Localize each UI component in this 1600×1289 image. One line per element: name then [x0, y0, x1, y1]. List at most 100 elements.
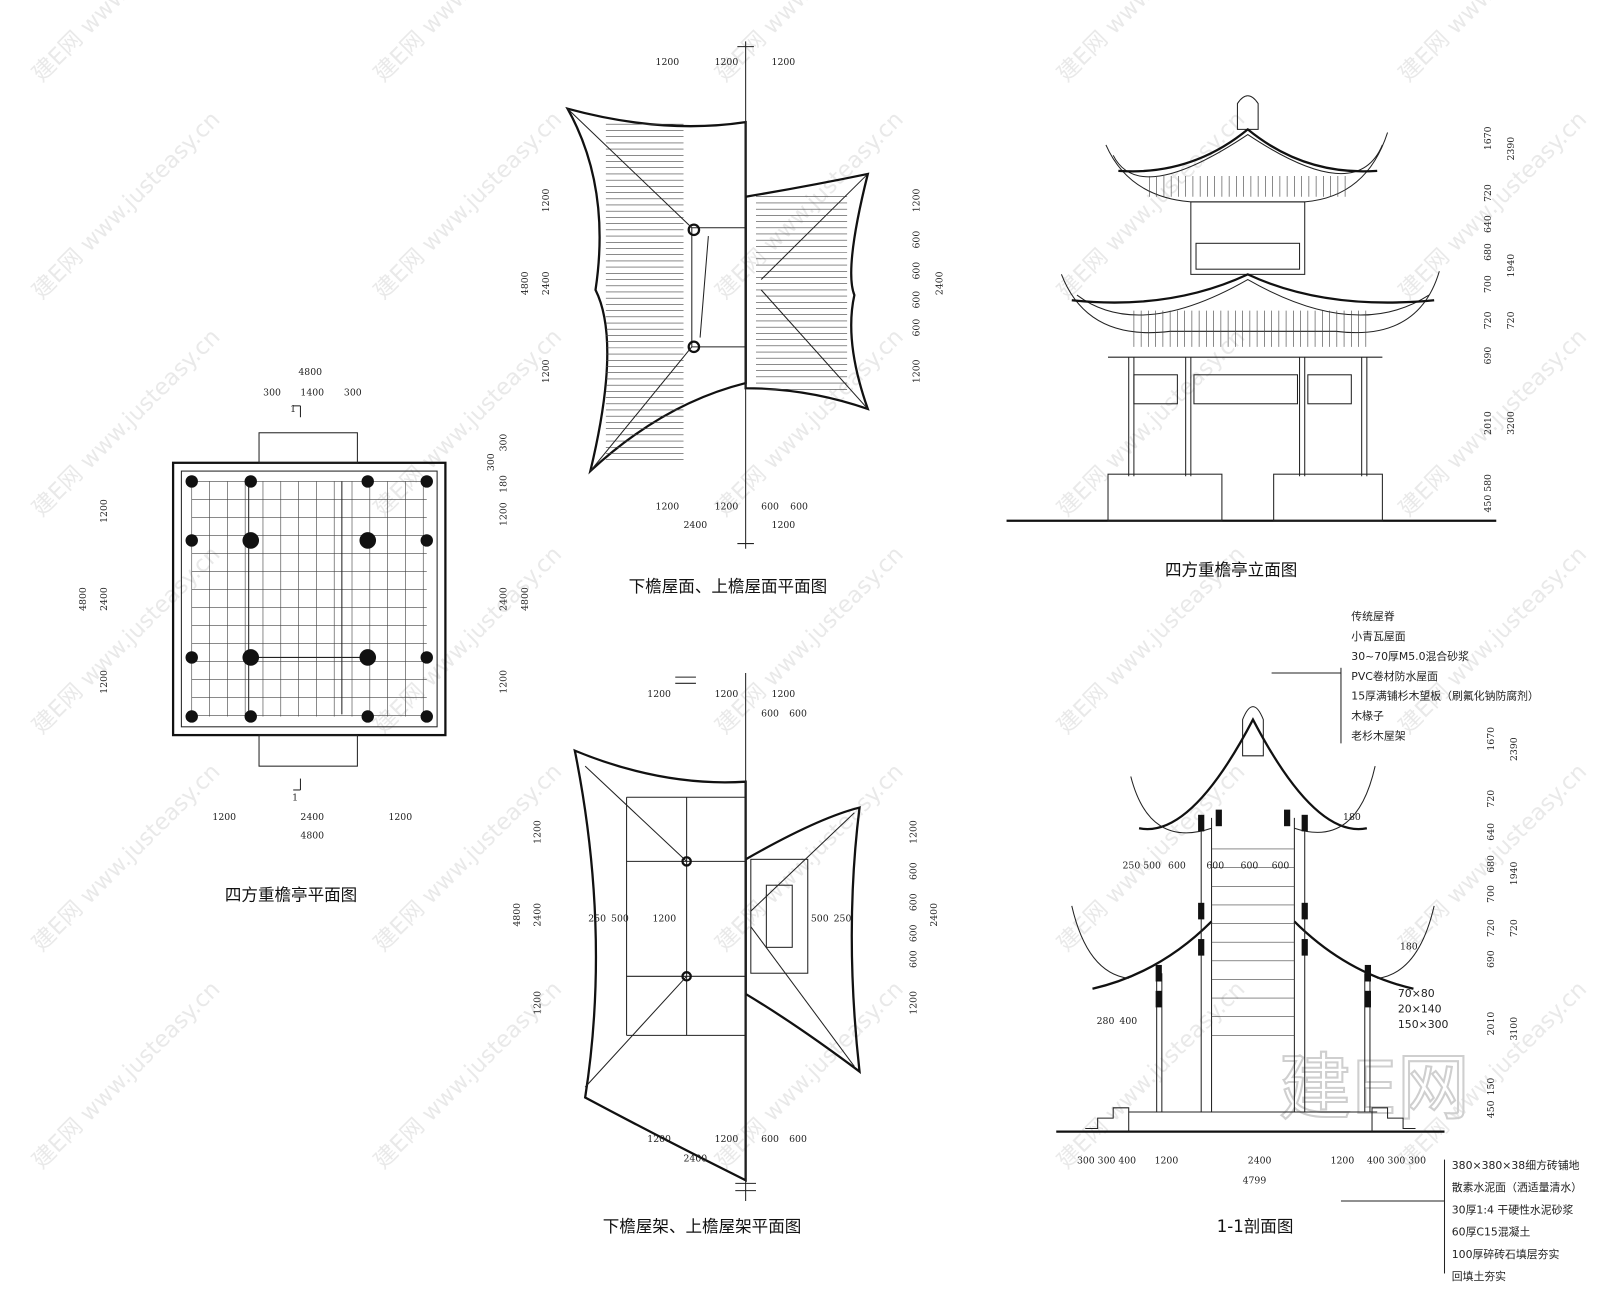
dimension-label: 1200 [715, 1134, 739, 1145]
watermark-text: 建E网 www.justeasy.cn [27, 324, 225, 522]
watermark-text: 建E网 www.justeasy.cn [711, 107, 909, 305]
dimension-label: 1200 [212, 812, 236, 823]
dimension-label: 640 [1483, 215, 1494, 233]
dimension-label: 1200 [647, 1134, 671, 1145]
dimension-label: 250 [588, 913, 606, 924]
logo-watermark: 建E网 [1279, 1047, 1470, 1131]
member-size-label: 20×140 [1398, 1003, 1442, 1016]
dimension-label: 690 [1486, 950, 1497, 968]
dimension-label: 300 [1098, 1156, 1116, 1167]
watermark-text: 建E网 www.justeasy.cn [27, 541, 225, 739]
roof-layer-label: 30~70厚M5.0混合砂浆 [1351, 649, 1469, 663]
dimension-label: 2010 [1486, 1012, 1497, 1036]
dimension-label: 400 [1119, 1016, 1137, 1027]
column-icon [242, 649, 260, 666]
section-marker-bottom: 1 [292, 792, 298, 803]
beam-node-icon [1364, 964, 1371, 982]
dimension-label: 600 [912, 231, 923, 249]
dimension-label: 180 [498, 475, 509, 493]
watermark-text: 建E网 www.justeasy.cn [369, 324, 567, 522]
column-icon [185, 710, 198, 723]
dimension-label: 1200 [652, 913, 676, 924]
watermark-text: 建E网 www.justeasy.cn [711, 0, 909, 87]
dimension-label: 720 [1509, 919, 1520, 937]
dimension-label: 4800 [300, 831, 324, 842]
beam-node-icon [1155, 964, 1162, 982]
dimension-label: 580 [1483, 474, 1494, 492]
dimension-label: 1200 [715, 501, 739, 512]
dimension-label: 1200 [715, 689, 739, 700]
dimension-label: 600 [908, 893, 919, 911]
dimension-label: 600 [912, 291, 923, 309]
dimension-label: 700 [1483, 275, 1494, 293]
dimension-label: 1200 [99, 499, 110, 523]
column-icon [420, 651, 433, 664]
dimension-label: 500 [811, 913, 829, 924]
roof-layer-label: 木椽子 [1351, 710, 1384, 723]
dimension-label: 1400 [300, 388, 324, 399]
dimension-label: 600 [912, 319, 923, 337]
roof-plan [565, 41, 870, 549]
column-icon [420, 475, 433, 488]
dimension-label: 1670 [1483, 126, 1494, 150]
dimension-label: 2400 [934, 271, 945, 295]
dimension-label: 1200 [99, 670, 110, 694]
dimension-label: 300 [263, 388, 281, 399]
dimension-label: 1200 [1331, 1156, 1355, 1167]
roof-layer-label: 小青瓦屋面 [1351, 630, 1405, 643]
watermark-text: 建E网 www.justeasy.cn [711, 759, 909, 957]
eave-offset-label: 180 [1400, 941, 1418, 952]
roof-layer-label: 老杉木屋架 [1351, 728, 1405, 742]
beam-node-icon [1301, 939, 1308, 956]
dimension-label: 1200 [533, 991, 544, 1015]
dimension-label: 1200 [715, 57, 739, 68]
watermark-text: 建E网 www.justeasy.cn [711, 324, 909, 522]
watermark-text: 建E网 www.justeasy.cn [27, 759, 225, 957]
column-icon [361, 710, 374, 723]
dimension-label: 4800 [520, 271, 531, 295]
dimension-label: 2390 [1509, 737, 1520, 761]
column-icon [185, 534, 198, 547]
column-icon [420, 534, 433, 547]
beam-node-icon [1198, 814, 1205, 832]
drawing-title: 四方重檐亭平面图 [225, 886, 357, 905]
watermark-text: 建E网 www.justeasy.cn [1052, 976, 1250, 1174]
beam-node-icon [1284, 809, 1291, 827]
dimension-label: 600 [1206, 861, 1224, 872]
dimension-label: 1200 [1155, 1156, 1179, 1167]
dimension-label: 4800 [78, 587, 89, 611]
pavilion-elevation [1006, 95, 1497, 522]
watermark-text: 建E网 www.justeasy.cn [711, 541, 909, 739]
dimension-label: 2400 [533, 903, 544, 927]
dimension-label: 720 [1483, 311, 1494, 329]
dimension-label: 1200 [772, 520, 796, 531]
dimension-label: 1200 [908, 991, 919, 1015]
dimension-label: 1200 [533, 820, 544, 844]
dimension-label: 2400 [99, 587, 110, 611]
beam-node-icon [1198, 939, 1205, 956]
dimension-label: 2400 [929, 903, 940, 927]
dimension-label: 1200 [498, 502, 509, 526]
dimension-label: 2400 [684, 520, 708, 531]
beam-node-icon [1364, 990, 1371, 1008]
dimension-label: 1940 [1509, 861, 1520, 885]
dimension-label: 600 [789, 708, 807, 719]
dimension-label: 4800 [298, 367, 322, 378]
dimension-label: 250 [834, 913, 852, 924]
dimension-label: 720 [1483, 184, 1494, 202]
beam-node-icon [1198, 902, 1205, 920]
watermark-text: 建E网 www.justeasy.cn [1052, 324, 1250, 522]
watermark-text: 建E网 www.justeasy.cn [27, 976, 225, 1174]
dimension-label: 600 [908, 950, 919, 968]
member-size-label: 70×80 [1398, 987, 1435, 1000]
dimension-label: 720 [1486, 790, 1497, 808]
column-icon [242, 532, 260, 549]
floor-layer-label: 回填土夯实 [1452, 1269, 1506, 1283]
watermark-text: 建E网 www.justeasy.cn [369, 759, 567, 957]
dimension-label: 3200 [1506, 411, 1517, 435]
watermark-text: 建E网 www.justeasy.cn [27, 0, 225, 87]
dimension-label: 4800 [520, 587, 531, 611]
watermark-text: 建E网 www.justeasy.cn [369, 107, 567, 305]
dimension-label: 600 [761, 1134, 779, 1145]
dimension-label: 640 [1486, 823, 1497, 841]
